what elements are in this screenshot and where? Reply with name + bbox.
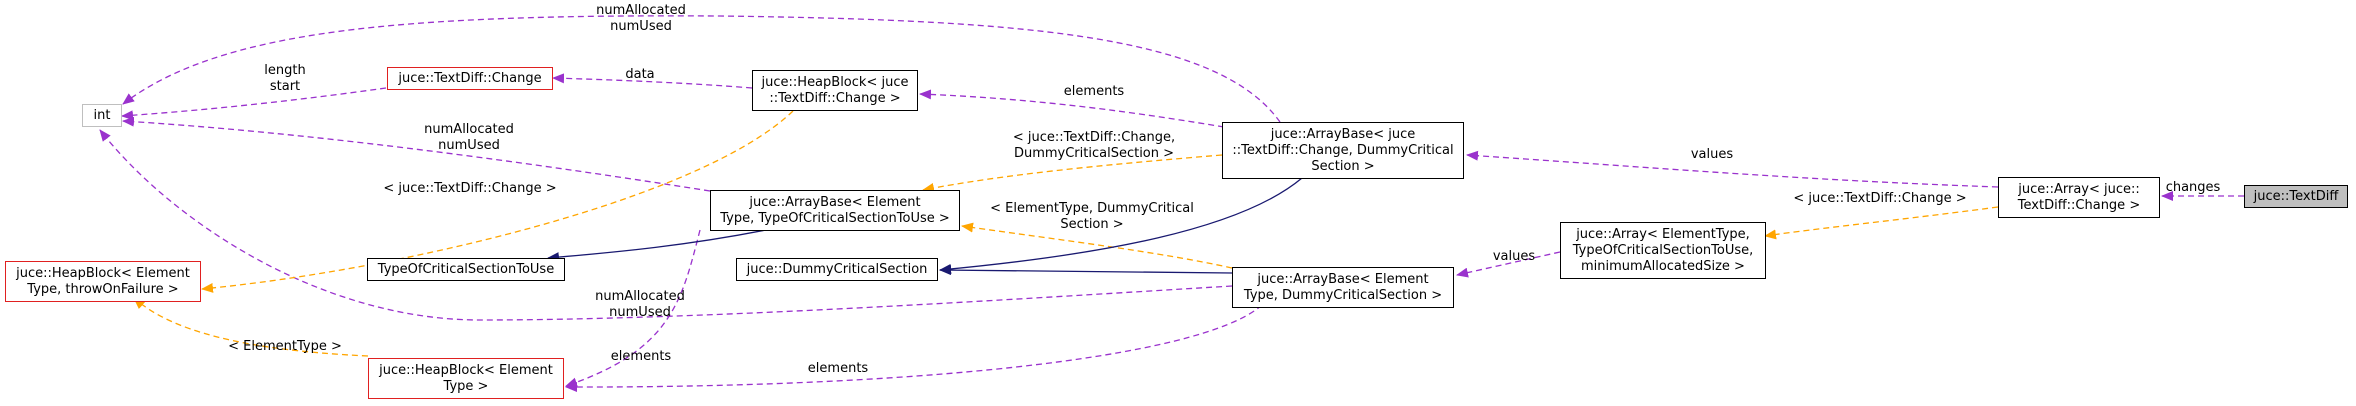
node-arraybase-dummy[interactable]: juce::ArrayBase< Element Type, DummyCrit… xyxy=(1232,267,1454,308)
label-elements-top: elements xyxy=(1063,84,1125,99)
node-type-of-critical-section[interactable]: TypeOfCriticalSectionToUse xyxy=(367,258,565,281)
node-arraybase-change[interactable]: juce::ArrayBase< juce ::TextDiff::Change… xyxy=(1222,122,1464,179)
node-textdiff-change[interactable]: juce::TextDiff::Change xyxy=(387,67,553,90)
label-values-top: values xyxy=(1690,147,1734,162)
label-tmpl-change-right: < juce::TextDiff::Change > xyxy=(1793,191,1967,206)
label-tmpl-change-left: < juce::TextDiff::Change > xyxy=(383,181,557,196)
label-numalloc-mid: numAllocated numUsed xyxy=(424,122,514,153)
edge-tmpl-change-right xyxy=(1764,206,1999,240)
edge-inherit-type-of-cs xyxy=(547,229,767,263)
node-int: int xyxy=(82,104,122,127)
label-tmpl-elem-dummy: < ElementType, DummyCritical Section > xyxy=(990,201,1194,232)
node-heapblock-change[interactable]: juce::HeapBlock< juce ::TextDiff::Change… xyxy=(752,70,918,111)
edge-values-top xyxy=(1466,150,1999,188)
edge-numalloc-bottom xyxy=(99,129,1233,321)
label-data: data xyxy=(625,67,655,82)
edge-elements-top xyxy=(919,89,1225,128)
label-tmpl-elem: < ElementType > xyxy=(228,339,342,354)
edge-numalloc-top xyxy=(122,15,1281,123)
edge-data xyxy=(552,73,753,89)
node-heapblock-template[interactable]: juce::HeapBlock< Element Type, throwOnFa… xyxy=(5,261,201,302)
edge-tmpl-elem xyxy=(133,297,369,357)
label-elements-mid: elements xyxy=(610,349,672,364)
label-changes: changes xyxy=(2165,180,2221,195)
label-values-mid: values xyxy=(1492,249,1536,264)
label-elements-bottom: elements xyxy=(807,361,869,376)
edge-tmpl-change-left xyxy=(201,110,794,293)
edge-inherit-arraybase-change xyxy=(939,177,1303,274)
edge-numalloc-mid xyxy=(122,116,711,192)
label-length-start: length start xyxy=(264,63,306,94)
node-dummy-critical-section[interactable]: juce::DummyCriticalSection xyxy=(736,258,938,281)
edge-elements-mid xyxy=(565,229,701,388)
edge-inherit-arraybase-dummy xyxy=(939,265,1233,276)
node-array-template[interactable]: juce::Array< ElementType, TypeOfCritical… xyxy=(1560,222,1766,279)
edge-values-mid xyxy=(1456,251,1561,278)
label-numalloc-bottom: numAllocated numUsed xyxy=(595,289,685,320)
label-numalloc-top: numAllocated numUsed xyxy=(596,3,686,34)
node-heapblock-element[interactable]: juce::HeapBlock< Element Type > xyxy=(368,358,564,399)
edge-tmpl-elem-dummy xyxy=(961,222,1233,269)
node-textdiff[interactable]: juce::TextDiff xyxy=(2244,185,2348,208)
label-tmpl-change-dummy: < juce::TextDiff::Change, DummyCriticalS… xyxy=(1012,130,1176,161)
node-arraybase-template[interactable]: juce::ArrayBase< Element Type, TypeOfCri… xyxy=(710,190,960,231)
edge-length-start xyxy=(121,87,387,121)
node-array-change[interactable]: juce::Array< juce:: TextDiff::Change > xyxy=(1998,177,2160,218)
